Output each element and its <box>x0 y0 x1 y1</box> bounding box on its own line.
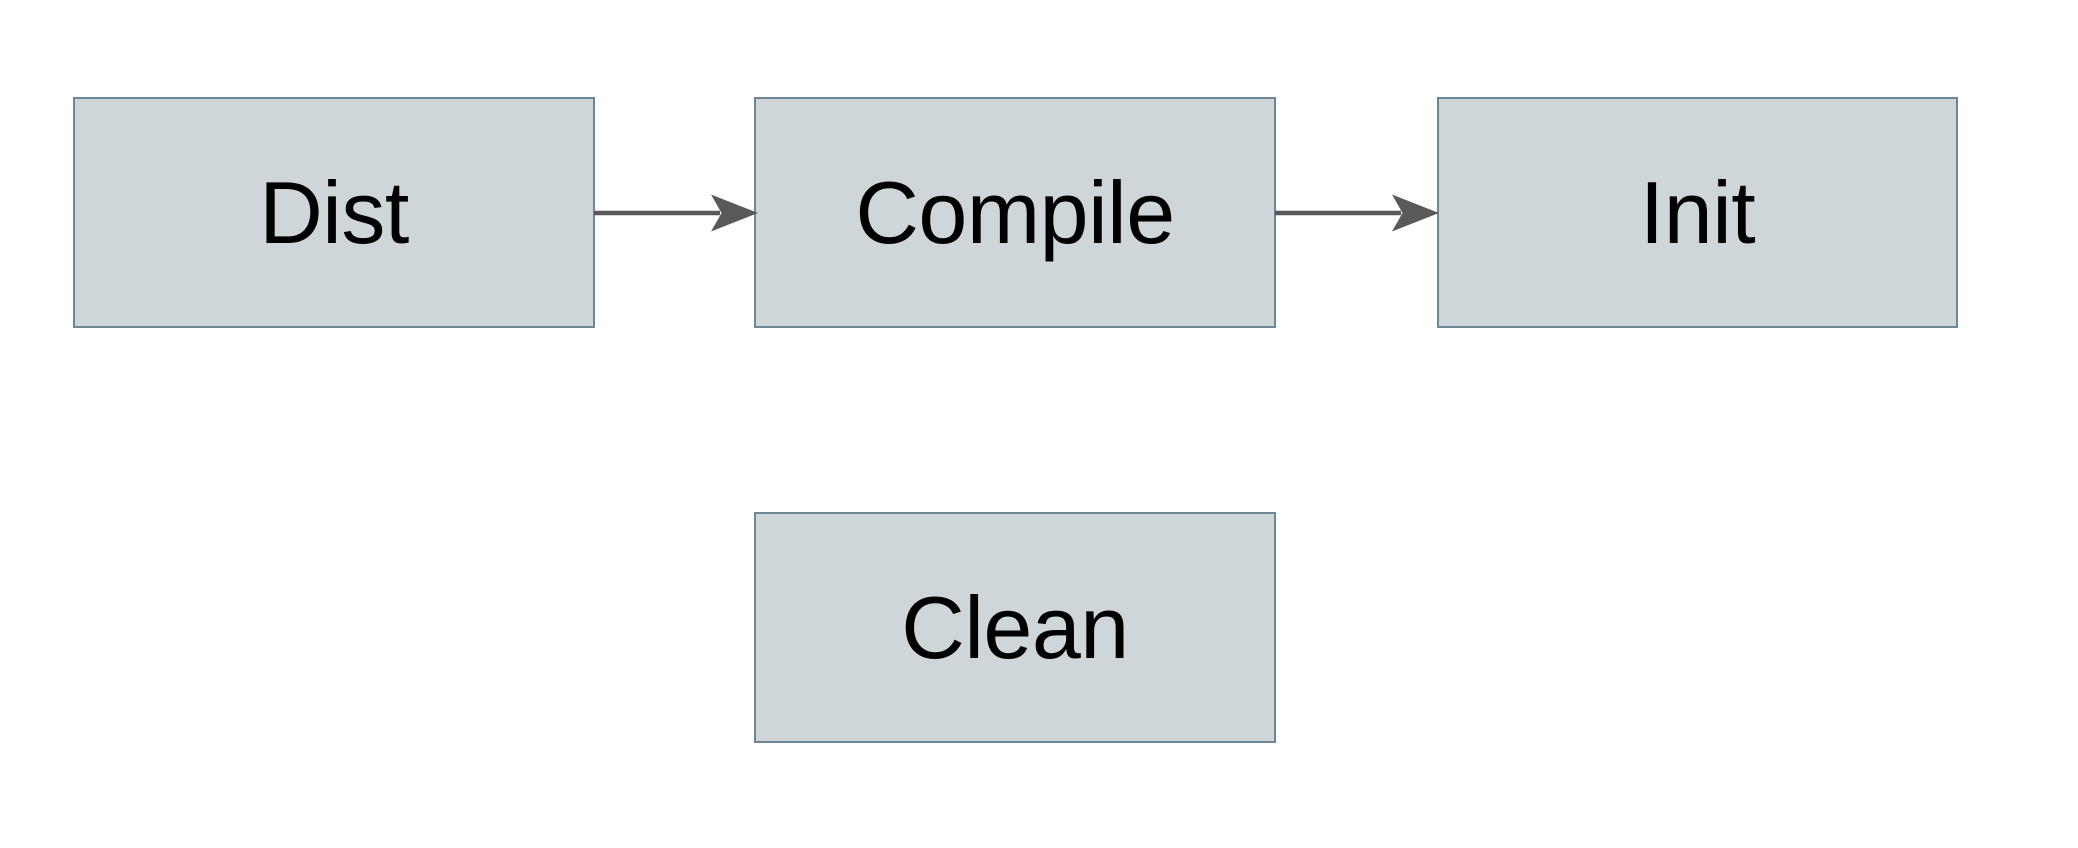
node-clean[interactable]: Clean <box>754 512 1276 743</box>
node-dist-label: Dist <box>259 162 409 262</box>
node-dist[interactable]: Dist <box>73 97 595 328</box>
node-clean-label: Clean <box>901 577 1129 677</box>
arrow-right-icon <box>1275 194 1439 232</box>
node-compile-label: Compile <box>855 162 1175 262</box>
node-init-label: Init <box>1639 162 1756 262</box>
arrow-right-icon <box>594 194 758 232</box>
edge-dist-to-compile[interactable] <box>594 191 758 235</box>
node-compile[interactable]: Compile <box>754 97 1276 328</box>
node-init[interactable]: Init <box>1437 97 1958 328</box>
edge-compile-to-init[interactable] <box>1275 191 1439 235</box>
